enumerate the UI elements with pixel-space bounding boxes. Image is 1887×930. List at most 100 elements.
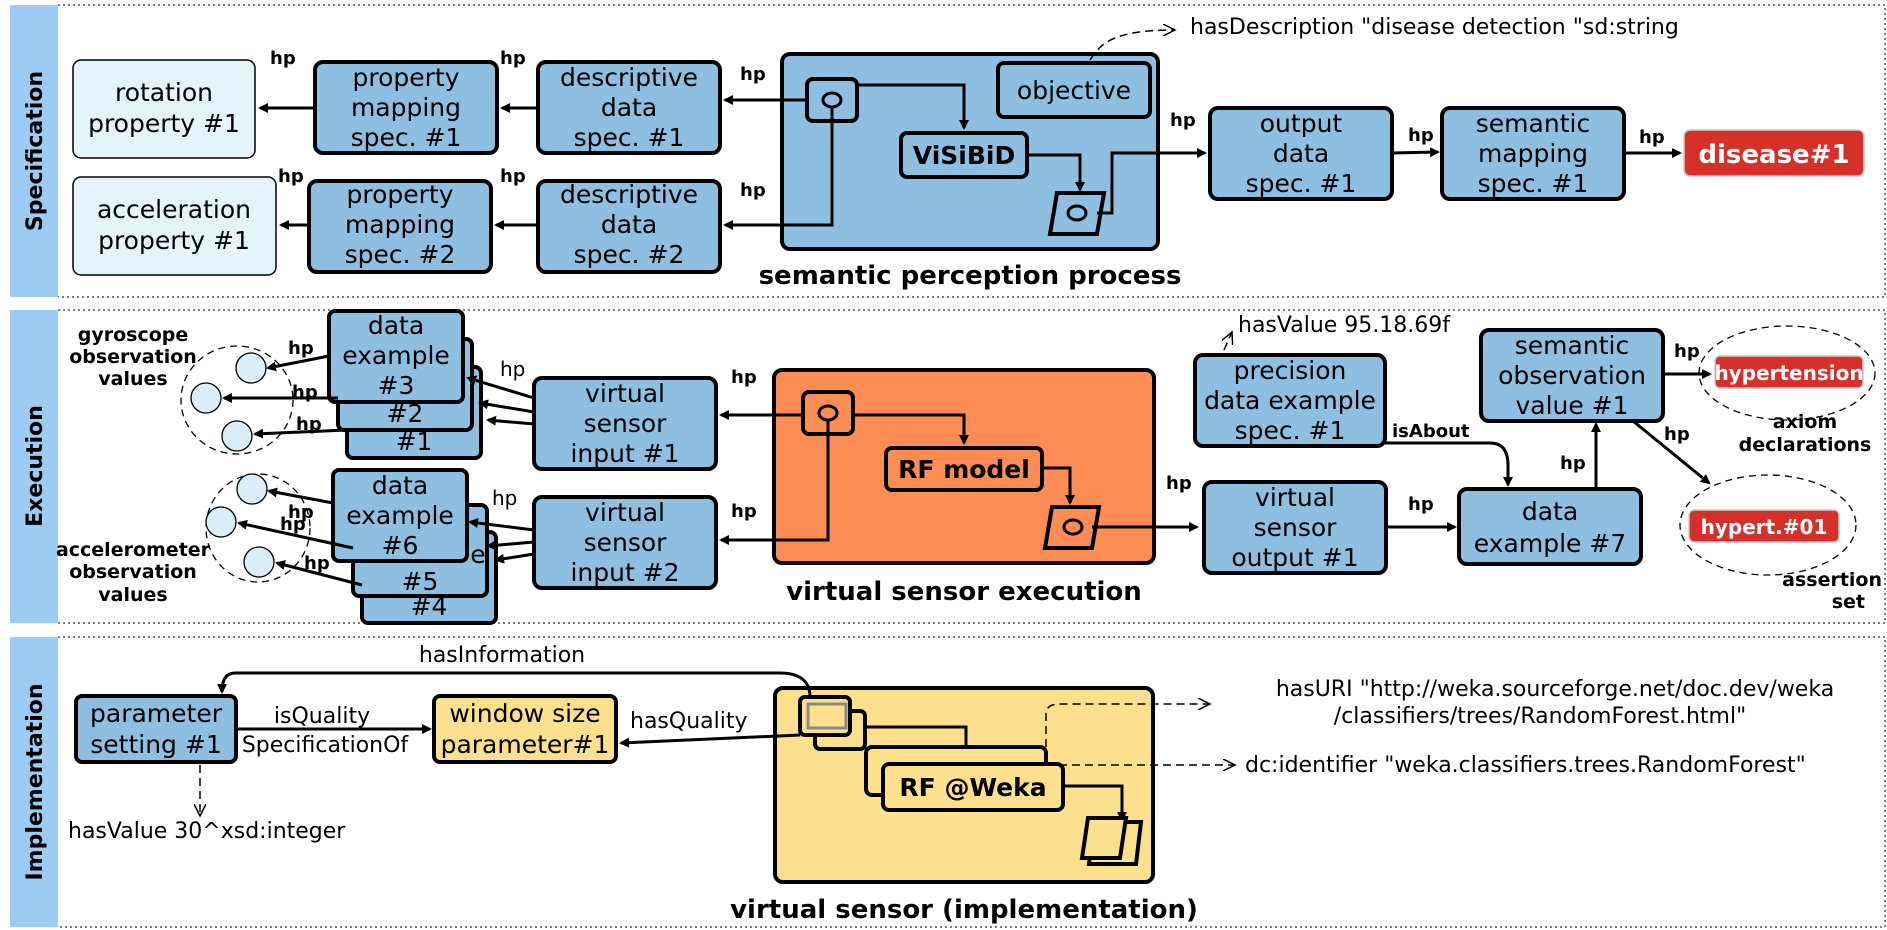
line-1: property — [352, 63, 459, 92]
has-information-arrow — [217, 671, 812, 698]
implementation-label: Implementation — [23, 683, 48, 880]
has-description-arrow — [1089, 30, 1175, 61]
hp-label: hp — [292, 382, 318, 403]
line-2: mapping — [351, 93, 461, 122]
example-to-value-arrow — [267, 487, 334, 505]
line-2: example — [346, 501, 454, 530]
impl-port-to-rf-arrow — [865, 725, 971, 755]
line-2: parameter#1 — [441, 730, 610, 759]
is-about-arrow — [1385, 441, 1513, 487]
line-2: data — [601, 210, 657, 239]
input-2-to-example-arrow — [468, 518, 535, 532]
has-uri-arrow — [1045, 704, 1210, 760]
data-example-5-label: #5 — [402, 567, 439, 596]
section-frames — [58, 4, 1886, 928]
line-1: semantic — [1476, 109, 1590, 138]
line-2: setting #1 — [90, 730, 221, 759]
has-value-note: hasValue 95.18.69f — [1238, 313, 1451, 338]
line-2: data example — [1204, 386, 1376, 415]
hp-label: hp — [1639, 127, 1665, 148]
line-1: virtual — [1255, 483, 1335, 512]
line-1: parameter — [90, 699, 223, 728]
line-1: precision — [1234, 356, 1347, 385]
line-2: declarations — [1739, 434, 1872, 456]
has-quality-arrow — [619, 733, 801, 748]
line-2: set — [1832, 591, 1865, 613]
rf-to-output-arrow — [1063, 784, 1127, 822]
semantic-perception-caption: semantic perception process — [759, 261, 1182, 291]
observation-value — [243, 546, 275, 578]
line-2: observation — [69, 346, 197, 368]
visibid-to-port-arrow — [1027, 153, 1085, 192]
line-2: observation — [69, 561, 197, 583]
hp-label: hp — [731, 367, 757, 388]
has-description-note: hasDescription "disease detection "sd:st… — [1190, 15, 1679, 40]
line-2: example #7 — [1474, 529, 1626, 558]
line-1: virtual — [585, 379, 665, 408]
example-to-value-arrow — [266, 354, 330, 372]
line-1: data — [1522, 497, 1578, 526]
impl-input-port-icon — [798, 695, 867, 751]
specification-band: Specification — [10, 5, 58, 297]
specification-label: Specification — [23, 71, 48, 231]
port-to-rf-arrow — [853, 413, 969, 445]
process-output-arrow — [1097, 148, 1207, 215]
line-2: data — [1273, 139, 1329, 168]
hp-label: hp — [280, 514, 306, 535]
output-port-icon — [1047, 191, 1107, 236]
execution-band: Execution — [10, 310, 58, 623]
rotation-line: rotation — [115, 78, 213, 107]
line-2: mapping — [1478, 139, 1588, 168]
rf-to-port-arrow — [1042, 466, 1075, 505]
line-2: example — [342, 341, 450, 370]
hp-label: hp — [270, 48, 296, 69]
line-1: semantic — [1515, 331, 1629, 360]
hp-label: hp — [731, 501, 757, 522]
execution-label: Execution — [23, 405, 48, 527]
port-to-visibid-arrow — [857, 83, 969, 130]
hp-label: hp — [1674, 341, 1700, 362]
line-3: input #2 — [570, 558, 679, 587]
line-1: virtual — [585, 498, 665, 527]
has-value-arrow — [1224, 332, 1232, 351]
is-quality-line-2: SpecificationOf — [242, 733, 410, 758]
line-3: spec. #2 — [345, 240, 456, 269]
property-line: property #1 — [98, 226, 250, 255]
line-1: output — [1260, 109, 1343, 138]
output-to-semantic-arrow — [1391, 147, 1440, 158]
line-1: accelerometer — [56, 539, 211, 561]
acceleration-line: acceleration — [97, 195, 251, 224]
hypertension-node — [1714, 355, 1864, 389]
hp-label: hp — [1408, 125, 1434, 146]
is-quality-line-1: isQuality — [274, 704, 370, 729]
line-3: spec. #1 — [1478, 169, 1589, 198]
semantic-to-hypert01-arrow — [1632, 419, 1711, 485]
line-3: #6 — [382, 531, 419, 560]
hp-label: hp — [1664, 424, 1690, 445]
objective-node: objective — [996, 61, 1152, 119]
hp-label: hp — [1408, 494, 1434, 515]
line-2: mapping — [345, 210, 455, 239]
data-example-6 — [331, 468, 469, 563]
hp-label: hp — [288, 502, 314, 523]
